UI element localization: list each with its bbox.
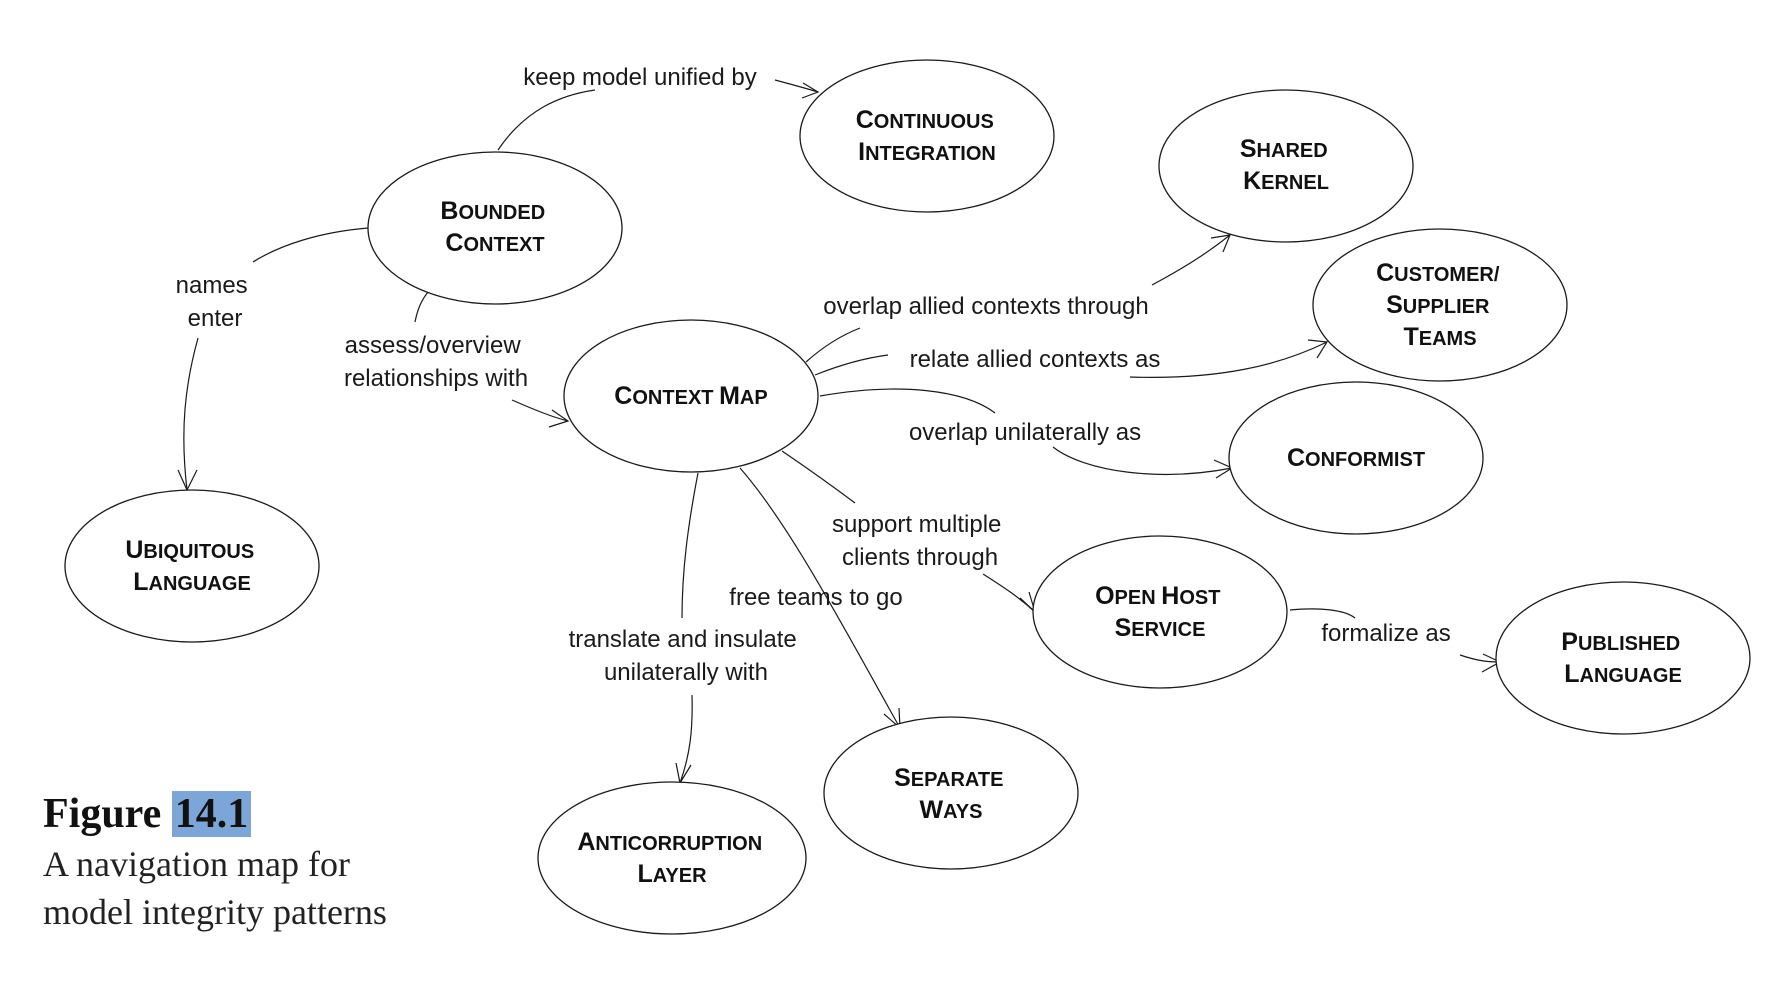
edge-labels: keep model unified by names enter assess… [176,64,1451,686]
node-bounded-context[interactable]: BOUNDED CONTEXT [367,151,623,305]
edge-contextmap-to-openhost-a [781,450,856,504]
node-customer-supplier-line1: CUSTOMER/ [1376,259,1500,287]
svg-text:CONTINUOUS INTEGRATION: CONTINUOUS INTEGRATION [856,106,999,166]
node-open-host-service-line1: OPEN HOST [1095,582,1220,610]
edge-contextmap-to-separate [739,467,901,729]
edge-openhost-to-published-b [1459,654,1501,663]
edge-contextmap-to-sharedkernel-a [805,327,861,363]
svg-text:CONTEXT MAP: CONTEXT MAP [614,382,767,410]
node-published-language-line2: LANGUAGE [1564,660,1682,688]
node-conformist[interactable]: CONFORMIST [1228,381,1484,535]
label-support-multiple: support multiple clients through [832,511,1008,571]
nodes: CONTINUOUS INTEGRATION BOUNDED CONTEXT S… [64,59,1751,935]
edge-bounded-to-contextmap [511,399,569,422]
label-assess-overview: assess/overview relationships with [344,332,528,392]
node-context-map-line1: CONTEXT MAP [614,382,767,410]
edge-contextmap-to-anticorruption-b [679,694,693,784]
arrowhead-contextmap [548,409,570,428]
node-ubiquitous-language[interactable]: UBIQUITOUS LANGUAGE [64,489,320,643]
svg-text:CONFORMIST: CONFORMIST [1287,444,1425,472]
edge-bounded-to-continuous-tail [774,79,819,93]
svg-text:SHARED KERNEL: SHARED KERNEL [1240,135,1332,195]
node-conformist-line1: CONFORMIST [1287,444,1425,472]
node-bounded-context-line1: BOUNDED [440,197,545,225]
node-customer-supplier-line3: TEAMS [1403,323,1476,351]
edge-contextmap-to-anticorruption-a [681,472,699,619]
node-shared-kernel-line2: KERNEL [1243,167,1329,195]
label-keep-unified: keep model unified by [523,64,756,91]
edge-contextmap-to-customer-a [814,354,889,376]
node-separate-ways[interactable]: SEPARATE WAYS [823,716,1079,870]
node-shared-kernel-line1: SHARED [1240,135,1328,163]
svg-text:BOUNDED CONTEXT: BOUNDED CONTEXT [440,197,549,257]
node-anticorruption-layer[interactable]: ANTICORRUPTION LAYER [537,781,807,935]
edge-bounded-to-ubiquitous [183,337,199,491]
svg-text:ANTICORRUPTION LAYER: ANTICORRUPTION LAYER [577,828,766,888]
svg-text:PUBLISHED LANGUAGE: PUBLISHED LANGUAGE [1561,628,1684,688]
node-ubiquitous-language-line2: LANGUAGE [133,568,251,596]
edge-contextmap-to-conformist-b [1052,446,1233,475]
node-ubiquitous-language-line1: UBIQUITOUS [125,536,254,564]
node-customer-supplier-line2: SUPPLIER [1386,291,1490,319]
label-names-enter: names enter [176,272,255,332]
svg-text:CUSTOMER/ SUPPLIER: CUSTOMER/ SUPPLIER TEAMS [1376,259,1504,351]
node-customer-supplier-teams[interactable]: CUSTOMER/ SUPPLIER TEAMS [1312,228,1568,382]
node-shared-kernel[interactable]: SHARED KERNEL [1158,89,1414,243]
label-translate-insulate: translate and insulate unilaterally with [569,626,804,686]
node-continuous-integration-line1: CONTINUOUS [856,106,994,134]
caption-line-2: model integrity patterns [43,892,387,932]
node-open-host-service-line2: SERVICE [1115,614,1206,642]
edges [177,79,1502,785]
caption-figure-number: 14.1 [171,791,252,837]
edge-bounded-to-ubiquitous-top [252,227,369,263]
edge-bounded-to-contextmap-top [414,291,429,323]
label-relate-allied: relate allied contexts as [910,346,1161,373]
node-context-map[interactable]: CONTEXT MAP [563,319,819,473]
caption-line-1: A navigation map for [43,844,350,884]
figure-caption: Figure 14.1 A navigation map for model i… [43,788,387,936]
arrowhead-continuous [801,82,820,99]
node-open-host-service[interactable]: OPEN HOST SERVICE [1032,535,1288,689]
edge-contextmap-to-customer-b [1129,341,1328,378]
node-separate-ways-line2: WAYS [920,796,983,824]
edge-contextmap-to-sharedkernel-b [1151,234,1231,286]
node-anticorruption-layer-line1: ANTICORRUPTION [577,828,762,856]
node-separate-ways-line1: SEPARATE [894,764,1003,792]
label-overlap-unilaterally: overlap unilaterally as [909,419,1141,446]
label-overlap-allied: overlap allied contexts through [823,293,1149,320]
arrowhead-sharedkernel [1210,234,1231,253]
node-anticorruption-layer-line2: LAYER [637,860,707,888]
svg-text:UBIQUITOUS LANGUAGE: UBIQUITOUS LANGUAGE [125,536,258,596]
node-continuous-integration-line2: INTEGRATION [858,138,996,166]
edge-openhost-to-published-a [1289,608,1356,619]
edge-contextmap-to-conformist-a [819,388,996,414]
node-published-language[interactable]: PUBLISHED LANGUAGE [1495,581,1751,735]
svg-text:OPEN HOST SERVICE: OPEN HOST SERVICE [1095,582,1225,642]
arrowhead-customer [1307,339,1329,359]
node-bounded-context-line2: CONTEXT [445,229,544,257]
label-free-teams: free teams to go [729,584,902,611]
edge-contextmap-to-openhost-b [982,573,1036,613]
svg-text:SEPARATE WAYS: SEPARATE WAYS [894,764,1008,824]
edge-bounded-to-continuous [497,89,596,151]
node-published-language-line1: PUBLISHED [1561,628,1680,656]
arrowhead-ubiquitous [177,469,198,492]
node-continuous-integration[interactable]: CONTINUOUS INTEGRATION [799,59,1055,213]
caption-figure-word: Figure [43,791,162,837]
caption-title: Figure 14.1 [43,788,387,840]
label-formalize: formalize as [1321,620,1450,647]
